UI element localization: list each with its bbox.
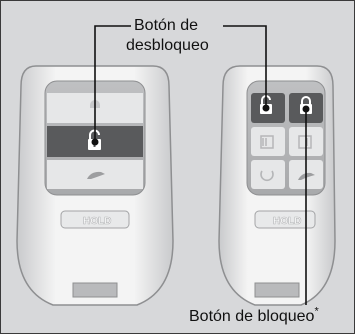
unlock-callout-dot-left (91, 138, 99, 146)
right-left-door-icon (260, 135, 274, 149)
right-hold-button (254, 210, 316, 229)
right-left-door-button (251, 127, 285, 156)
unlock-callout-dot-right (262, 104, 270, 112)
right-remote: HOLD (218, 65, 336, 306)
left-trunk-icon (87, 171, 105, 179)
right-right-door-icon (298, 135, 312, 149)
unlock-callout-line-right (223, 25, 267, 108)
left-hold-text: HOLD (83, 216, 111, 227)
left-hold-button (60, 210, 130, 229)
right-remote-start-button (251, 160, 285, 189)
lock-callout-dot (302, 105, 310, 113)
left-remote-key-slot (72, 282, 118, 298)
right-remote-key-slot (254, 282, 300, 298)
lock-button-footnote-marker: * (314, 305, 319, 318)
lock-button-label-text: Botón de bloqueo (189, 308, 315, 325)
right-hold-text: HOLD (273, 216, 301, 227)
unlock-button-label-line1: Botón de (131, 16, 202, 36)
unlock-button-label-line2: desbloqueo (123, 36, 212, 56)
right-remote-start-icon (260, 170, 274, 182)
lock-button-label: Botón de bloqueo* (187, 305, 321, 327)
callout-lines (94, 25, 307, 305)
unlock-callout-line-left (94, 25, 132, 142)
callout-dots (91, 104, 310, 146)
